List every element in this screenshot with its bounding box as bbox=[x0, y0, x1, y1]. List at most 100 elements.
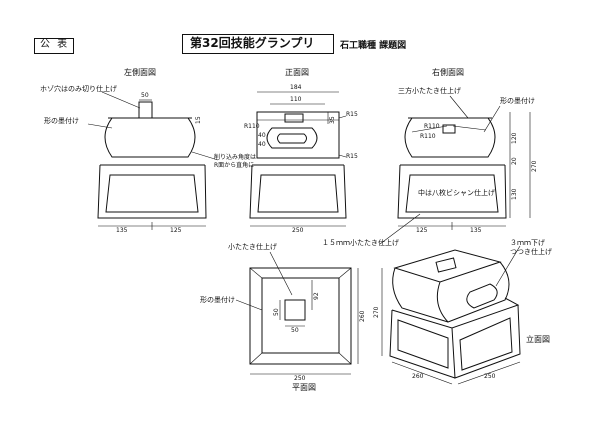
note-small-tataki: 小たたき仕上げ bbox=[228, 243, 277, 251]
dim-front-bottom: 250 bbox=[292, 227, 304, 234]
dim-elev-250: 250 bbox=[484, 373, 496, 380]
iso-base-front bbox=[452, 305, 520, 378]
dim-left-side: 15 bbox=[195, 116, 202, 124]
dim-right-b2: 135 bbox=[470, 227, 482, 234]
right-side-view bbox=[380, 96, 530, 244]
plan-view bbox=[236, 252, 358, 374]
note-ink-right: 形の墨付け bbox=[500, 97, 535, 105]
dim-right-270: 270 bbox=[531, 160, 538, 172]
front-base-outline bbox=[250, 165, 346, 218]
dim-left-b2: 125 bbox=[170, 227, 182, 234]
right-leader-sanko bbox=[450, 96, 468, 118]
iso-base-panel-left bbox=[398, 320, 448, 368]
dim-front-35: 35 bbox=[329, 116, 336, 124]
left-base-panel bbox=[106, 175, 198, 212]
label-left-side-view: 左側面図 bbox=[124, 68, 156, 77]
note-3mm-1: ３ｍｍ下げ bbox=[510, 239, 545, 247]
left-upper-block bbox=[105, 118, 195, 157]
iso-upper-front bbox=[437, 262, 509, 322]
front-tenon-hole bbox=[285, 114, 303, 122]
label-plan-view: 平面図 bbox=[292, 383, 316, 392]
label-elevation-view: 立面図 bbox=[526, 335, 550, 344]
front-leader-r15b bbox=[339, 155, 346, 157]
dim-plan-50b: 50 bbox=[291, 327, 299, 334]
dim-left-b1: 135 bbox=[116, 227, 128, 234]
iso-dim-250 bbox=[458, 362, 520, 384]
label-right-side-view: 右側面図 bbox=[432, 68, 464, 77]
dim-plan-260: 260 bbox=[359, 310, 366, 322]
left-tenon bbox=[139, 102, 152, 118]
right-upper-block bbox=[405, 118, 495, 157]
plan-bevel-d bbox=[339, 353, 351, 364]
left-leader-ink bbox=[88, 124, 112, 128]
right-tenon bbox=[443, 125, 455, 133]
plan-leader-ink bbox=[236, 300, 262, 310]
public-label: 公 表 bbox=[40, 39, 70, 50]
right-leader-ink bbox=[484, 106, 500, 132]
left-side-view bbox=[88, 92, 218, 230]
iso-base-panel-front bbox=[460, 318, 512, 370]
dim-front-40a: 40 bbox=[258, 132, 266, 139]
plan-bevel-c bbox=[250, 353, 262, 364]
dim-front-r15a: R15 bbox=[346, 111, 358, 118]
dim-elev-260: 260 bbox=[412, 373, 424, 380]
note-15mm: １５ｍｍ小たたき仕上げ bbox=[322, 239, 399, 247]
dim-front-inner: 110 bbox=[290, 96, 302, 103]
public-badge bbox=[34, 38, 74, 54]
dim-front-r15b: R15 bbox=[346, 153, 358, 160]
front-cartouche bbox=[267, 128, 317, 148]
left-leader-tenon bbox=[102, 92, 140, 108]
dim-right-b1: 125 bbox=[416, 227, 428, 234]
label-front-view: 正面図 bbox=[285, 68, 309, 77]
dim-front-r110: R110 bbox=[244, 123, 260, 130]
iso-top-face bbox=[395, 250, 500, 282]
dim-right-20: 20 bbox=[511, 157, 518, 165]
plan-leader-small bbox=[270, 252, 292, 295]
note-3mm-2: つつき仕上げ bbox=[510, 248, 552, 256]
dim-front-40b: 40 bbox=[258, 141, 266, 148]
title-box bbox=[182, 34, 334, 54]
dim-plan-50a: 50 bbox=[273, 308, 280, 316]
dim-right-r110a: R110 bbox=[424, 123, 440, 130]
right-base-panel bbox=[406, 175, 498, 212]
page-title: 第32回技能グランプリ bbox=[190, 36, 315, 50]
iso-dim-260 bbox=[392, 362, 452, 384]
dim-right-120: 120 bbox=[511, 132, 518, 144]
right-base-outline bbox=[398, 165, 506, 218]
page-subtitle: 石工職種 課題図 bbox=[340, 41, 407, 51]
note-ink-left: 形の墨付け bbox=[44, 117, 79, 125]
plan-bevel-b bbox=[339, 268, 351, 278]
dim-plan-250: 250 bbox=[294, 375, 306, 382]
dim-elev-270: 270 bbox=[373, 306, 380, 318]
note-chamfer-2: R面から直角に bbox=[214, 162, 255, 169]
front-view bbox=[250, 92, 346, 226]
left-leader-chamfer bbox=[192, 152, 218, 160]
dim-left-top: 50 bbox=[141, 92, 149, 99]
iso-cartouche bbox=[467, 284, 497, 308]
front-base-panel bbox=[258, 175, 338, 212]
plan-outer bbox=[250, 268, 351, 364]
dim-plan-92: 92 bbox=[313, 292, 320, 300]
note-bishan: 中は八枚ビシャン仕上げ bbox=[418, 189, 495, 197]
dim-front-top: 184 bbox=[290, 84, 302, 91]
isometric-view bbox=[382, 246, 520, 384]
plan-inner bbox=[262, 278, 339, 353]
front-cartouche-inner bbox=[278, 134, 307, 143]
front-leader-r15a bbox=[339, 116, 346, 118]
left-base-outline bbox=[98, 165, 206, 218]
right-upper-diag-b bbox=[453, 126, 486, 130]
iso-top-tenon bbox=[436, 258, 456, 272]
iso-upper-left bbox=[393, 268, 448, 322]
right-upper-diag-a bbox=[412, 126, 447, 132]
front-upper-block bbox=[257, 112, 339, 158]
note-chamfer-1: 削り込み角度は bbox=[214, 154, 257, 161]
note-sanko: 三方小たたき仕上げ bbox=[398, 87, 461, 95]
iso-base-left bbox=[390, 310, 455, 378]
note-tenon: ホゾ穴はのみ切り仕上げ bbox=[40, 85, 117, 93]
dim-right-130: 130 bbox=[511, 188, 518, 200]
plan-bevel-a bbox=[250, 268, 262, 278]
iso-base-top bbox=[392, 298, 518, 328]
plan-tenon-hole bbox=[285, 300, 305, 320]
dim-right-r110b: R110 bbox=[420, 133, 436, 140]
